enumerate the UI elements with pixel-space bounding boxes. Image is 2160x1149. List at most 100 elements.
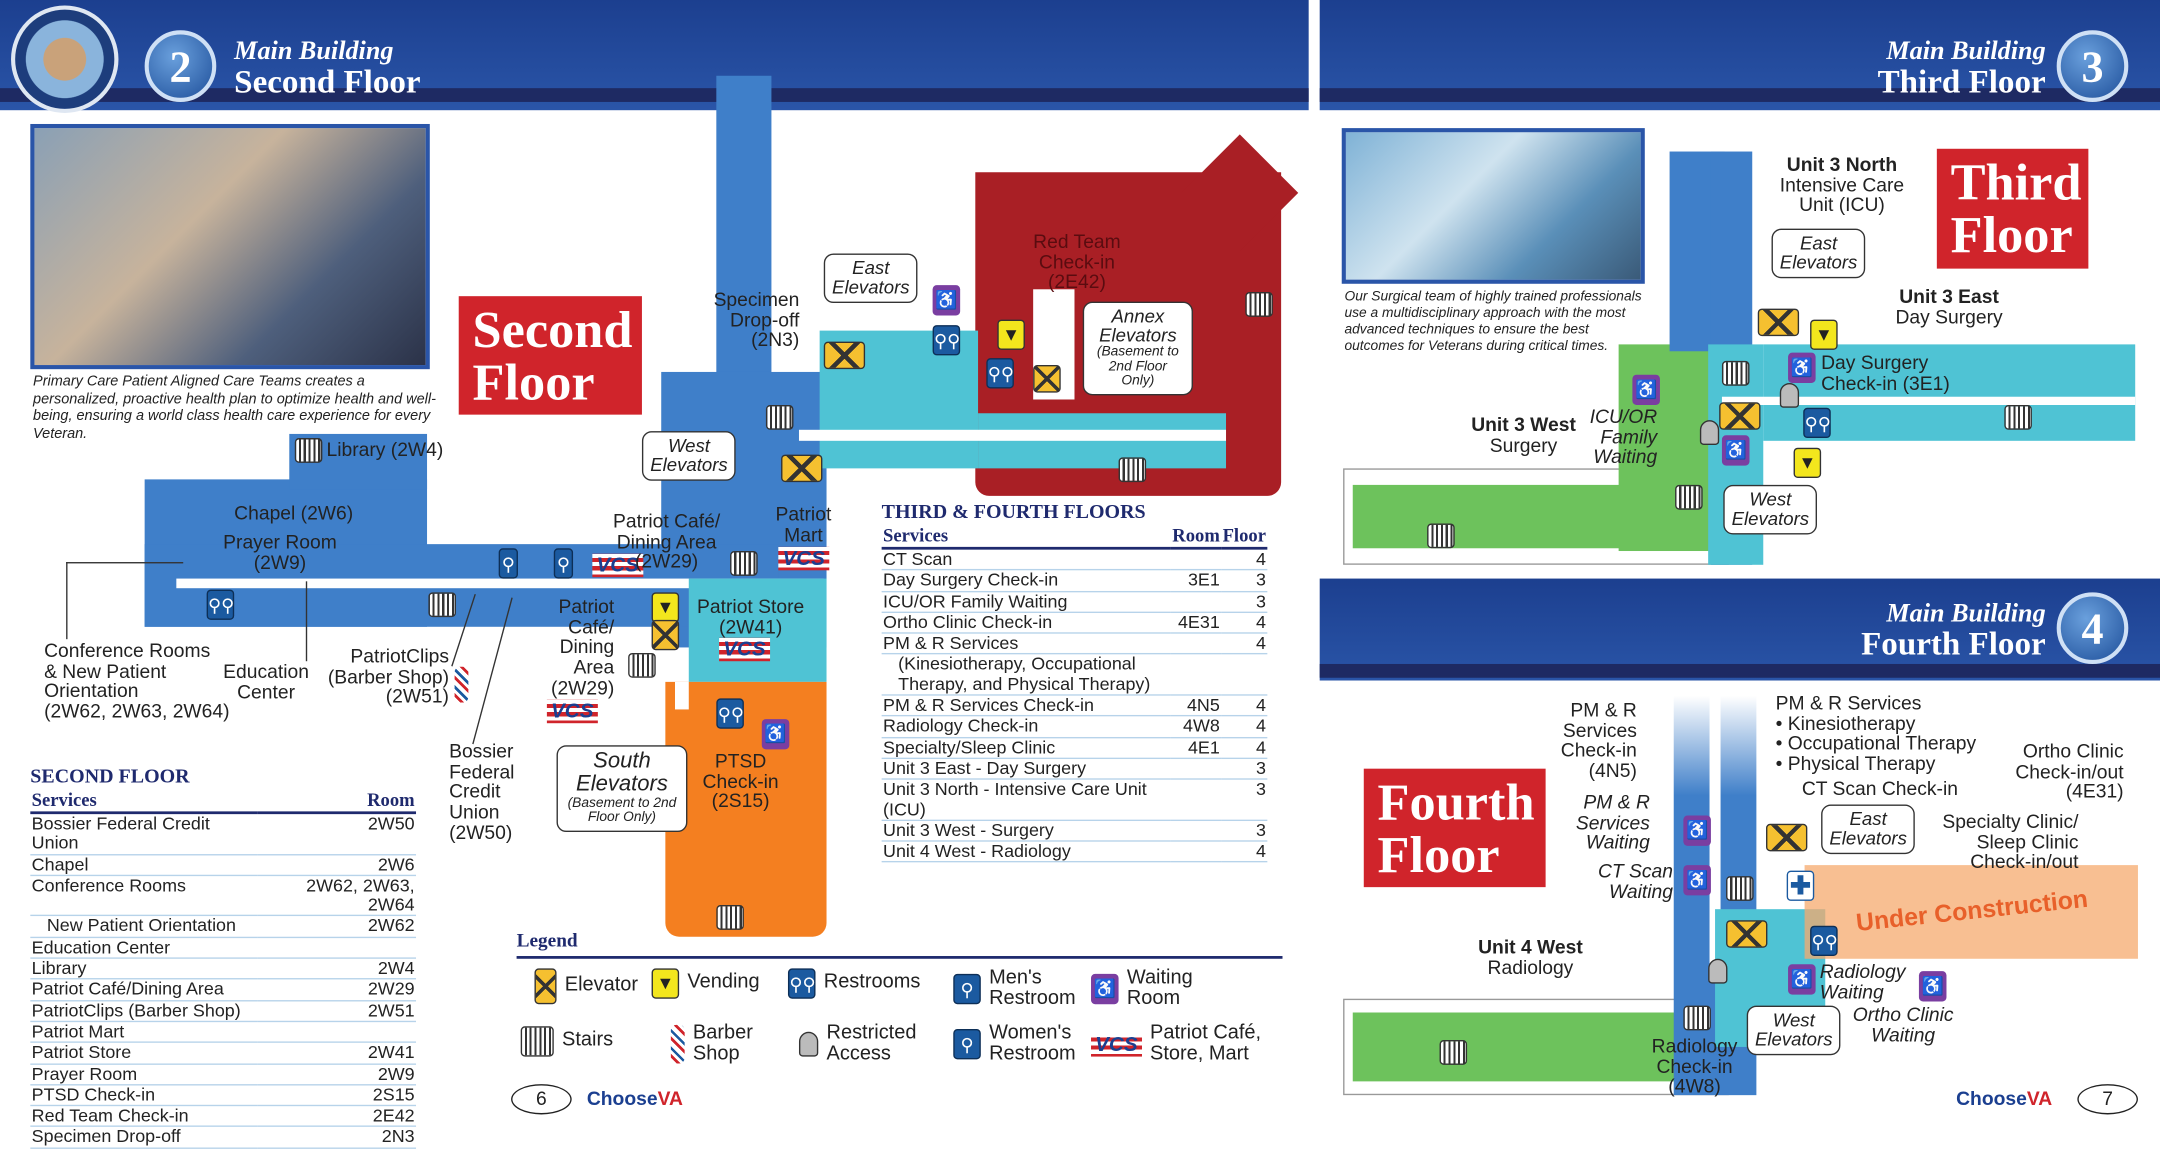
choose-va-logo: ChooseVA xyxy=(1956,1087,2052,1109)
page-number: 6 xyxy=(511,1084,572,1115)
table-title: SECOND FLOOR xyxy=(30,765,190,788)
elevator-icon xyxy=(1766,823,1808,852)
room-number: 4N5 xyxy=(1170,695,1222,717)
label-patriot-cafe: Patriot Café/Dining Area(2W29) xyxy=(613,511,720,572)
waiting-room-icon: ♿ xyxy=(761,719,790,750)
restrooms-icon: ⚲⚲ xyxy=(986,358,1014,389)
legend-item: ▼Vending xyxy=(651,968,784,999)
label-line: Elevators xyxy=(650,454,728,476)
lock-icon xyxy=(1779,382,1800,408)
room-number: 2W29 xyxy=(257,979,417,1002)
floor-number-badge: 4 xyxy=(2056,592,2129,664)
label-line: (2W62, 2W63, 2W64) xyxy=(44,699,230,722)
service-name: Specialty/Sleep Clinic xyxy=(881,737,1171,760)
elevator-icon xyxy=(823,341,866,370)
label-title: Unit 3 East xyxy=(1899,285,1999,308)
waiting-room-icon: ♿ xyxy=(932,285,961,316)
label-line: & New Patient xyxy=(44,659,167,682)
vcs-logo: VCS xyxy=(719,637,770,662)
room-number: 4E1 xyxy=(1170,737,1222,760)
page-number: 7 xyxy=(2077,1084,2138,1115)
header-second-floor xyxy=(0,0,1309,111)
service-name: Patriot Café/Dining Area xyxy=(30,979,258,1002)
logo-text: VA xyxy=(2026,1086,2053,1109)
label-line: PM & R Services xyxy=(1775,691,1922,714)
label-line: Check-in xyxy=(1656,1054,1733,1077)
legend-item: Stairs xyxy=(520,1026,659,1057)
label-line: (2S15) xyxy=(711,789,770,812)
label-line: Sleep Clinic xyxy=(1976,830,2079,853)
label-line: East xyxy=(852,257,890,279)
vending-icon: ▼ xyxy=(1810,319,1838,350)
elevator-icon xyxy=(781,454,823,483)
service-name: Library xyxy=(30,958,258,980)
label-line: Family xyxy=(1600,425,1658,448)
label-line: • Occupational Therapy xyxy=(1775,731,1977,755)
legend-item: ♿Waiting Room xyxy=(1091,967,1223,1010)
label-line: Check-in xyxy=(1560,738,1637,761)
restrooms-icon: ⚲⚲ xyxy=(716,698,744,729)
label-pmr-services: PM & R Services• Kinesiotherapy• Occupat… xyxy=(1776,693,1976,774)
label-line: (2W51) xyxy=(385,685,449,708)
lock-icon xyxy=(798,1032,819,1057)
label-line: Waiting xyxy=(1819,980,1884,1003)
label-line: West xyxy=(667,435,710,456)
label-chapel: Chapel (2W6) xyxy=(234,501,354,524)
label-line: Specimen xyxy=(713,287,800,310)
service-name: Red Team Check-in xyxy=(30,1105,258,1128)
label-line: Check-in xyxy=(702,769,779,792)
photo-caption: Our Surgical team of highly trained prof… xyxy=(1344,289,1642,355)
stairs-icon xyxy=(1439,1040,1468,1065)
legend-label: Vending xyxy=(687,971,760,994)
stairs-icon xyxy=(2004,404,2032,430)
service-name: CT Scan xyxy=(881,548,1171,571)
floor-number: 4 xyxy=(1221,841,1268,863)
label-line: (2W9) xyxy=(253,550,307,573)
label-line: Credit xyxy=(449,780,501,803)
waiting-room-icon: ♿ xyxy=(1788,352,1816,383)
womens-restroom-icon: ⚲ xyxy=(953,1029,981,1060)
service-name: Prayer Room xyxy=(30,1063,258,1086)
label-line: Orientation xyxy=(44,679,139,702)
label-line: PM & R xyxy=(1570,698,1637,721)
logo-text: VA xyxy=(657,1086,683,1109)
mens-restroom-icon: ⚲ xyxy=(498,548,518,579)
label-line: Patriot Café/ xyxy=(613,509,721,532)
label-line: Conference Rooms xyxy=(44,639,211,662)
label-line: East xyxy=(1849,808,1887,830)
label-line: Day Surgery xyxy=(1821,351,1929,374)
label-line: West xyxy=(1749,489,1792,510)
label-line: Federal xyxy=(449,759,515,783)
barber-pole-icon xyxy=(454,666,469,703)
service-name: PM & R Services xyxy=(881,633,1171,656)
label-line: PTSD xyxy=(714,749,767,772)
big-floor-word2: Floor xyxy=(472,354,595,412)
lock-icon xyxy=(1708,958,1728,984)
table-row: Unit 3 North - Intensive Care Unit (ICU)… xyxy=(881,779,1268,821)
room-number: 4W8 xyxy=(1170,716,1222,738)
label-line: Check-in (3E1) xyxy=(1821,371,1950,394)
medical-center-seal xyxy=(11,5,119,113)
stairs-icon xyxy=(716,905,744,930)
stairs-icon xyxy=(1726,876,1754,901)
room-number xyxy=(1170,633,1222,656)
label-line: Waiting xyxy=(1593,445,1658,468)
room-number: 2N3 xyxy=(257,1126,417,1149)
legend-label: Patriot Café, Store, Mart xyxy=(1150,1022,1262,1066)
room-number: 2W62, 2W63, 2W64 xyxy=(257,875,417,917)
big-floor-word1: Third xyxy=(1950,154,2082,213)
legend-item: ⚲Men's Restroom xyxy=(953,967,1085,1010)
